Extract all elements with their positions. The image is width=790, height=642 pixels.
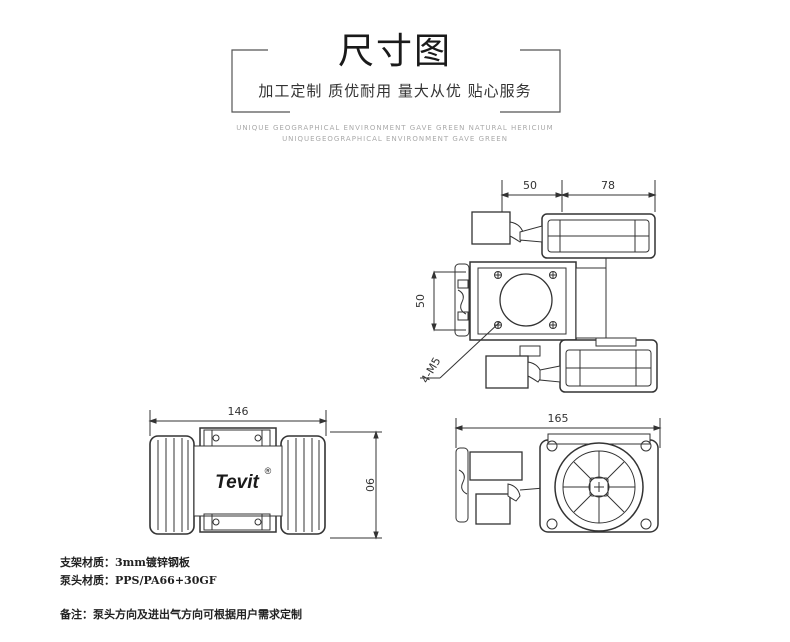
brand-logo-text: Tevit [215,472,259,493]
remark-note: 备注：泵头方向及进出气方向可根据用户需求定制 [60,608,302,621]
dim-bottom-width: 165 [548,412,569,425]
top-view [420,180,658,393]
dim-front-height: 90 [363,478,376,492]
dim-side-height: 50 [414,294,427,308]
tagline-line-1: UNIQUE GEOGRAPHICAL ENVIRONMENT GAVE GRE… [236,124,554,132]
front-view [148,410,382,540]
dim-top-right-width: 78 [601,179,615,192]
page-subtitle: 加工定制 质优耐用 量大从优 贴心服务 [258,82,532,100]
material-pump-head-note: 泵头材质：PPS/PA66+30GF [60,574,217,587]
hole-callout: 4-M5 [418,355,443,385]
material-bracket-note: 支架材质：3mm镀锌钢板 [60,556,190,569]
tagline-line-2: UNIQUEGEOGRAPHICAL ENVIRONMENT GAVE GREE… [282,135,508,143]
dim-top-left-width: 50 [523,179,537,192]
registered-mark: ® [265,466,272,476]
dim-front-width: 146 [228,405,249,418]
header-bracket [231,49,561,113]
side-view [454,418,662,533]
brand-logo: Tevit ® [215,466,272,493]
page-title: 尺寸图 [337,31,452,72]
